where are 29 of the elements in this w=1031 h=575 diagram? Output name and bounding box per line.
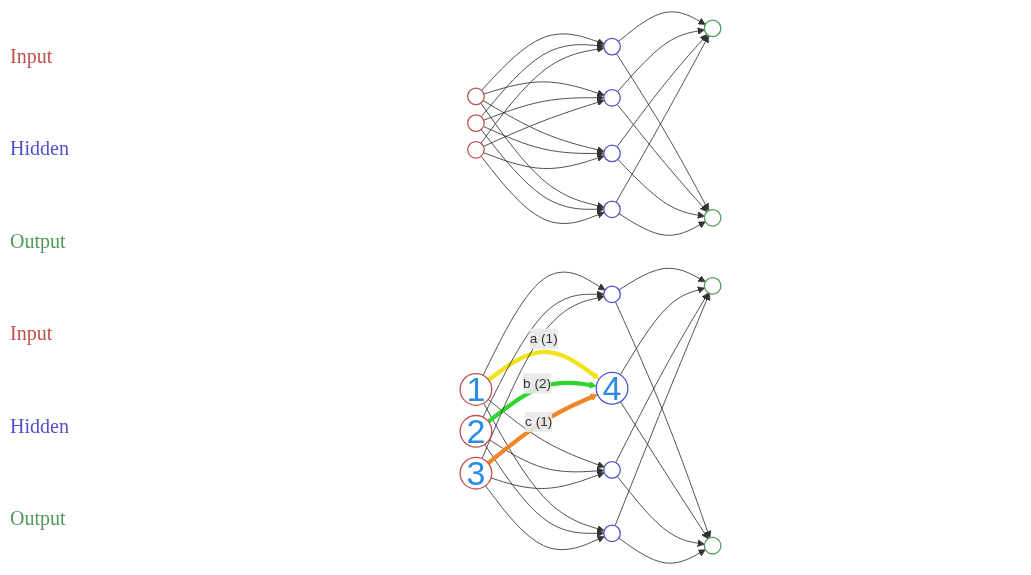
node-circle: [603, 285, 621, 304]
node-circle: [467, 140, 485, 159]
node-circle: [467, 114, 485, 132]
node-circle: 2: [459, 414, 493, 448]
arrow: [487, 349, 600, 382]
node-circle: [603, 524, 621, 543]
node-circle: 3: [459, 456, 493, 490]
arrow: [486, 393, 598, 465]
node-circle: [603, 37, 621, 56]
node-circle: 4: [595, 371, 629, 405]
node-circle: [603, 88, 621, 107]
node-circle: [603, 200, 621, 219]
node-circle: [603, 144, 621, 163]
edge-label: b (2): [523, 375, 552, 391]
node-circle: [703, 19, 722, 38]
layer-label: Hidden: [10, 414, 70, 438]
edge-label: c (1): [525, 414, 553, 429]
node-circle: [603, 461, 621, 479]
layer-label: Input: [10, 44, 54, 68]
layer-label: Output: [10, 229, 67, 253]
layer-label: Output: [10, 507, 67, 531]
node-circle: [703, 276, 722, 295]
node-circle: [703, 208, 722, 227]
layer-label: Hidden: [10, 137, 70, 161]
layer-label: Input: [10, 322, 54, 346]
node-circle: [467, 87, 485, 106]
node-circle: [703, 536, 722, 555]
edge-label: a (1): [529, 331, 558, 346]
node-circle: 1: [459, 373, 493, 406]
